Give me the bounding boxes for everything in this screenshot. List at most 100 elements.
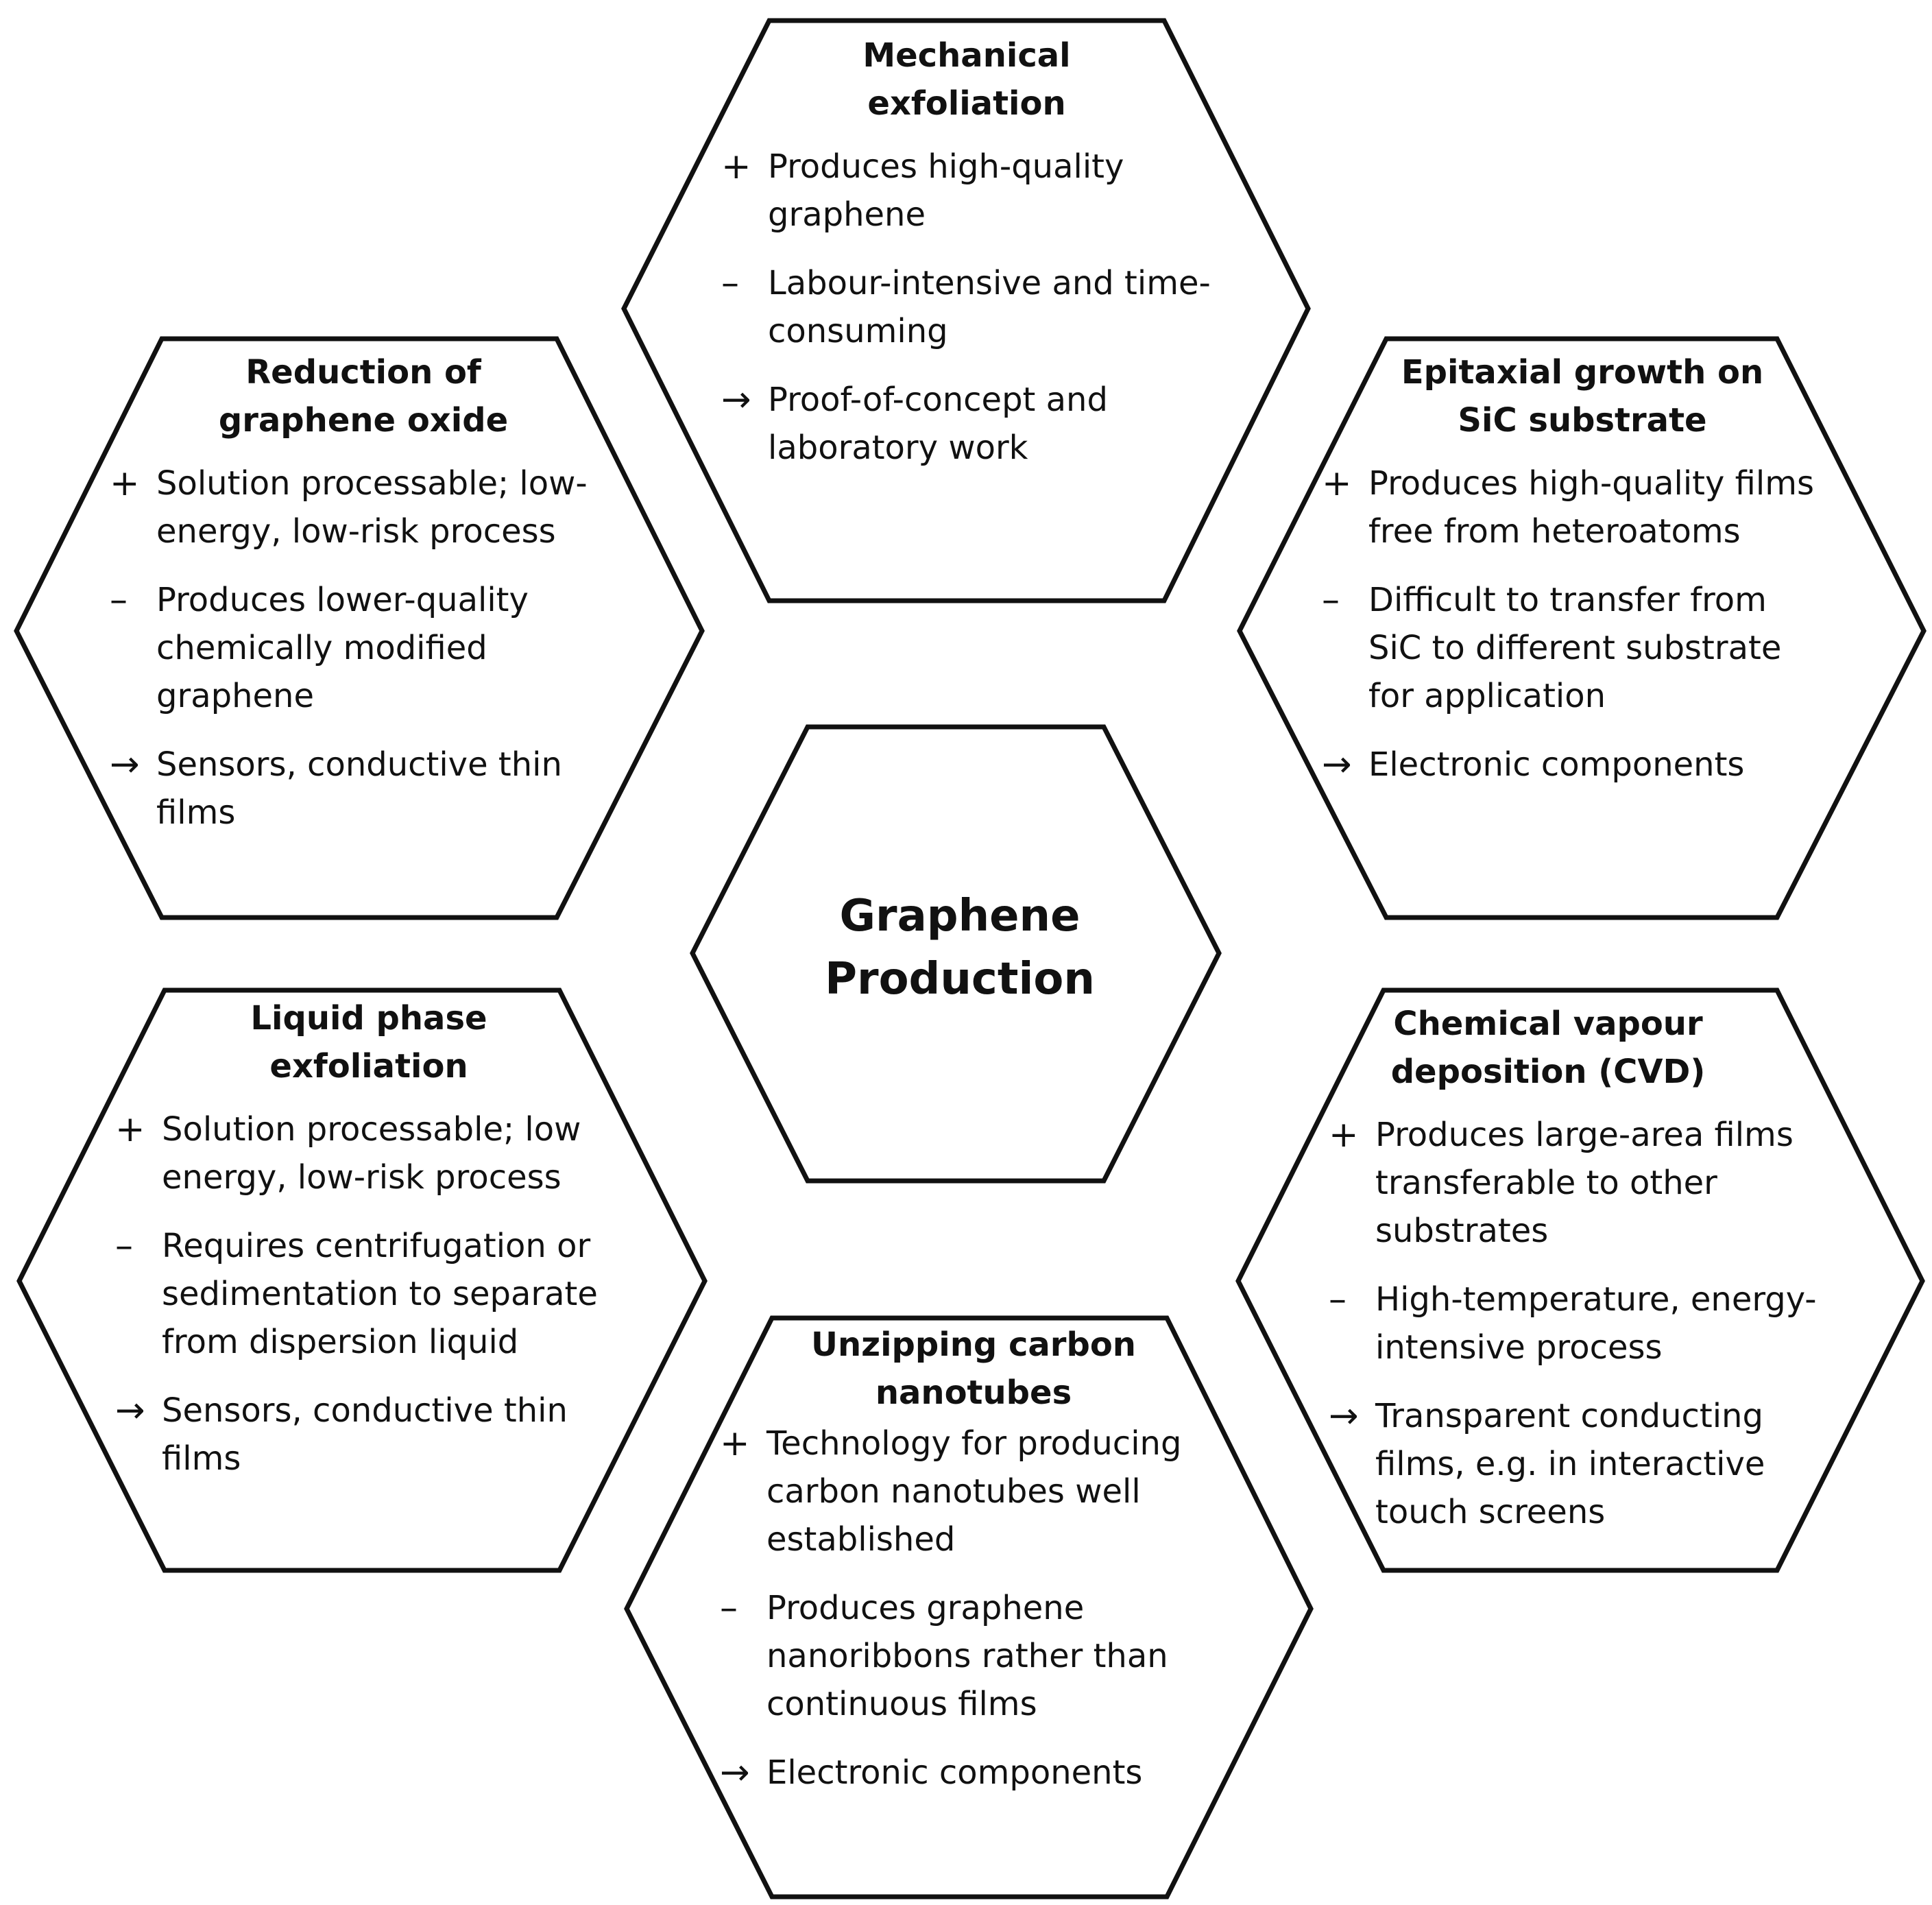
text-line: Produces graphene bbox=[766, 1589, 1085, 1627]
text-line: continuous films bbox=[766, 1685, 1037, 1723]
advantage-item: + Solution processable; low energy, low-… bbox=[115, 1105, 623, 1201]
hexagon-text-mechanical-exfoliation: Mechanical exfoliation + Produces high-q… bbox=[713, 32, 1220, 492]
arrow-right-icon: → bbox=[720, 1752, 750, 1793]
hexagon-title-line2: deposition (CVD) bbox=[1390, 1053, 1706, 1091]
advantage-text: Solution processable; low energy, low-ri… bbox=[162, 1105, 623, 1201]
minus-icon: – bbox=[115, 1225, 133, 1267]
text-line: established bbox=[766, 1520, 956, 1559]
advantage-text: Produces high-quality films free from he… bbox=[1368, 459, 1843, 555]
hexagon-chemical-vapour-deposition bbox=[1235, 987, 1925, 1573]
hexagon-text-liquid-phase-exfoliation: Liquid phase exfoliation + Solution proc… bbox=[115, 994, 623, 1503]
advantage-item: + Produces high-quality films free from … bbox=[1322, 459, 1843, 555]
disadvantage-item: – Requires centrifugation or sedimentati… bbox=[115, 1222, 623, 1366]
application-item: → Proof-of-concept and laboratory work bbox=[721, 376, 1220, 472]
text-line: films bbox=[156, 793, 236, 832]
advantage-text: Solution processable; low- energy, low-r… bbox=[156, 459, 617, 555]
hexagon-title: Chemical vapour deposition (CVD) bbox=[1329, 1000, 1767, 1096]
text-line: Electronic components bbox=[766, 1753, 1143, 1792]
application-text: Sensors, conductive thin films bbox=[162, 1387, 623, 1483]
text-line: substrates bbox=[1375, 1212, 1549, 1250]
disadvantage-text: Requires centrifugation or sedimentation… bbox=[162, 1222, 623, 1366]
arrow-right-icon: → bbox=[1322, 744, 1352, 785]
application-item: → Electronic components bbox=[720, 1749, 1227, 1797]
hexagon-title-line1: Unzipping carbon bbox=[811, 1326, 1136, 1364]
text-line: Difficult to transfer from bbox=[1368, 581, 1767, 619]
text-line: Transparent conducting bbox=[1375, 1397, 1763, 1435]
hexagon-title-line2: nanotubes bbox=[875, 1374, 1072, 1412]
text-line: films bbox=[162, 1439, 241, 1478]
hexagon-text-reduction-graphene-oxide: Reduction of graphene oxide + Solution p… bbox=[110, 348, 617, 857]
hexagon-title: Unzipping carbon nanotubes bbox=[720, 1321, 1227, 1417]
minus-icon: – bbox=[720, 1588, 738, 1629]
text-line: Produces high-quality films bbox=[1368, 464, 1814, 503]
hexagon-epitaxial-growth bbox=[1237, 336, 1927, 920]
advantage-item: + Technology for producing carbon nanotu… bbox=[720, 1419, 1227, 1563]
application-item: → Sensors, conductive thin films bbox=[115, 1387, 623, 1483]
minus-icon: – bbox=[1329, 1279, 1347, 1320]
disadvantage-item: – Produces lower-quality chemically modi… bbox=[110, 576, 617, 720]
disadvantage-item: – Difficult to transfer from SiC to diff… bbox=[1322, 576, 1843, 720]
text-line: from dispersion liquid bbox=[162, 1323, 519, 1361]
advantage-text: Produces large-area films transferable t… bbox=[1375, 1111, 1836, 1255]
text-line: graphene bbox=[768, 195, 926, 234]
disadvantage-text: Labour-intensive and time- consuming bbox=[768, 259, 1220, 355]
advantage-text: Produces high-quality graphene bbox=[768, 143, 1220, 239]
text-line: intensive process bbox=[1375, 1328, 1663, 1367]
hexagon-title-line2: graphene oxide bbox=[218, 401, 509, 440]
text-line: films, e.g. in interactive bbox=[1375, 1445, 1765, 1483]
hexagon-text-unzipping-carbon-nanotubes: Unzipping carbon nanotubes + Technology … bbox=[720, 1321, 1227, 1817]
center-title-line1: Graphene bbox=[839, 891, 1080, 942]
hexagon-title-line2: SiC substrate bbox=[1458, 401, 1707, 440]
text-line: graphene bbox=[156, 677, 314, 715]
hexagon-title: Liquid phase exfoliation bbox=[115, 994, 623, 1090]
disadvantage-item: – Labour-intensive and time- consuming bbox=[721, 259, 1220, 355]
text-line: Proof-of-concept and bbox=[768, 381, 1108, 419]
hexagon-title: Reduction of graphene oxide bbox=[110, 348, 617, 444]
text-line: touch screens bbox=[1375, 1493, 1606, 1531]
application-text: Electronic components bbox=[766, 1749, 1227, 1797]
text-line: Labour-intensive and time- bbox=[768, 264, 1211, 302]
text-line: carbon nanotubes well bbox=[766, 1472, 1141, 1511]
application-text: Proof-of-concept and laboratory work bbox=[768, 376, 1220, 472]
disadvantage-text: Produces lower-quality chemically modifi… bbox=[156, 576, 617, 720]
text-line: Technology for producing bbox=[766, 1424, 1182, 1463]
hexagon-liquid-phase-exfoliation bbox=[16, 987, 708, 1573]
text-line: Solution processable; low bbox=[162, 1110, 581, 1149]
hexagon-title-line2: exfoliation bbox=[269, 1047, 468, 1086]
center-title: Graphene Production bbox=[699, 885, 1220, 1011]
text-line: Sensors, conductive thin bbox=[156, 745, 562, 784]
center-title-line2: Production bbox=[825, 954, 1095, 1005]
text-line: nanoribbons rather than bbox=[766, 1637, 1168, 1675]
hexagon-title: Mechanical exfoliation bbox=[713, 32, 1220, 128]
text-line: Solution processable; low- bbox=[156, 464, 588, 503]
text-line: SiC to different substrate bbox=[1368, 629, 1782, 667]
text-line: chemically modified bbox=[156, 629, 487, 667]
plus-icon: + bbox=[720, 1423, 750, 1464]
application-text: Transparent conducting films, e.g. in in… bbox=[1375, 1392, 1836, 1536]
arrow-right-icon: → bbox=[721, 379, 751, 420]
hexagon-title-line1: Liquid phase bbox=[250, 999, 487, 1038]
advantage-item: + Solution processable; low- energy, low… bbox=[110, 459, 617, 555]
application-text: Sensors, conductive thin films bbox=[156, 741, 617, 837]
disadvantage-text: High-temperature, energy- intensive proc… bbox=[1375, 1275, 1836, 1371]
plus-icon: + bbox=[721, 146, 751, 187]
text-line: High-temperature, energy- bbox=[1375, 1280, 1817, 1319]
advantage-item: + Produces large-area films transferable… bbox=[1329, 1111, 1836, 1255]
text-line: consuming bbox=[768, 312, 948, 350]
text-line: energy, low-risk process bbox=[162, 1158, 562, 1197]
hexagon-title-line1: Mechanical bbox=[862, 36, 1071, 75]
hexagon-reduction-graphene-oxide bbox=[14, 336, 705, 920]
hexagon-title-line1: Reduction of bbox=[245, 353, 481, 392]
text-line: laboratory work bbox=[768, 429, 1028, 467]
text-line: free from heteroatoms bbox=[1368, 512, 1741, 551]
hexagon-unzipping-carbon-nanotubes bbox=[624, 1315, 1314, 1900]
hexagon-center-graphene-production bbox=[690, 724, 1222, 1184]
plus-icon: + bbox=[1322, 463, 1352, 504]
minus-icon: – bbox=[110, 579, 128, 621]
text-line: Requires centrifugation or bbox=[162, 1227, 591, 1265]
application-item: → Sensors, conductive thin films bbox=[110, 741, 617, 837]
minus-icon: – bbox=[1322, 579, 1340, 621]
plus-icon: + bbox=[1329, 1114, 1359, 1155]
application-text: Electronic components bbox=[1368, 741, 1843, 789]
